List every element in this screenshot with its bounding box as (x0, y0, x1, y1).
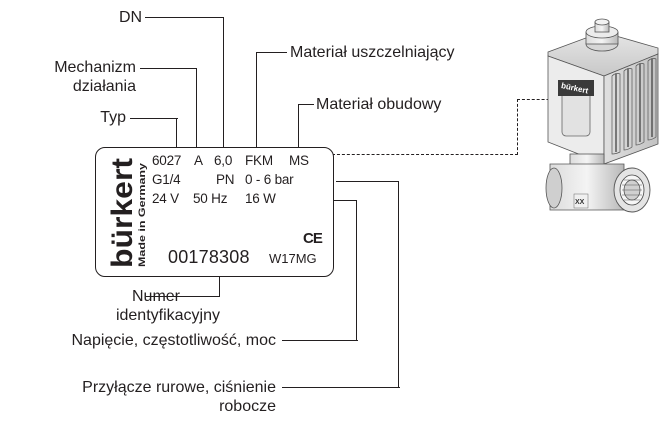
plate-mechanism: A (194, 153, 203, 168)
leader-mechanism-h (140, 68, 197, 70)
brand-logo-text: bürkert (106, 158, 139, 268)
label-id-number-line2: identyfikacyjny (115, 307, 220, 324)
leader-id-v (219, 276, 221, 297)
leader-mechanism-v (196, 68, 198, 147)
plate-power: 16 W (245, 191, 276, 206)
leader-body-v (298, 104, 300, 147)
label-pipe-connection: Przyłącze rurowe, ciśnienie robocze (10, 378, 276, 416)
plate-pn-label: PN (216, 172, 235, 187)
dashed-leader-v (517, 99, 518, 155)
dashed-leader-h1 (332, 154, 518, 155)
plate-id-number: 00178308 (168, 247, 250, 267)
label-body-material: Materiał obudowy (316, 96, 442, 113)
label-seal-material: Materiał uszczelniający (290, 44, 455, 61)
plate-voltage: 24 V (152, 191, 179, 206)
leader-pipe-h1 (336, 181, 399, 183)
made-in-text: Made in Germany (137, 162, 148, 267)
solenoid-valve-illustration: bürkert XX (540, 14, 660, 224)
nameplate (95, 147, 334, 277)
leader-dn-h (145, 17, 224, 19)
ce-mark: CE (303, 230, 323, 247)
nameplate-brand-block: bürkert Made in Germany (104, 154, 148, 270)
label-voltage-frequency-power: Napięcie, częstotliwość, moc (71, 332, 276, 349)
leader-voltage-v (356, 200, 358, 341)
plate-body: MS (289, 153, 309, 168)
leader-dn-v (223, 17, 225, 147)
label-pipe-connection-line1: Przyłącze rurowe, ciśnienie (82, 379, 276, 396)
label-pipe-connection-line2: robocze (219, 398, 276, 415)
leader-body-h (298, 104, 314, 106)
leader-voltage-h2 (282, 340, 358, 342)
plate-connection: G1/4 (152, 172, 181, 187)
leader-seal-v (256, 52, 258, 147)
label-type: Typ (100, 109, 126, 126)
leader-id-h (146, 296, 220, 298)
label-dn: DN (119, 9, 143, 26)
label-id-number: Numer identyfikacyjny (20, 287, 220, 325)
leader-pipe-h2 (282, 387, 400, 389)
valve-drawing: bürkert XX (545, 18, 659, 213)
label-mechanism-line2: działania (72, 78, 136, 95)
leader-seal-h (256, 52, 287, 54)
leader-voltage-h1 (330, 200, 357, 202)
plate-pressure: 0 - 6 bar (245, 172, 294, 187)
plate-frequency: 50 Hz (193, 191, 228, 206)
brand-logo: bürkert Made in Germany (106, 158, 148, 268)
label-mechanism: Mechanizm działania (20, 58, 136, 96)
plate-seal: FKM (245, 153, 273, 168)
label-mechanism-line1: Mechanizm (54, 59, 136, 76)
leader-type-h (130, 118, 178, 120)
plate-dn: 6,0 (214, 153, 233, 168)
leader-type-v (176, 118, 178, 147)
plate-type: 6027 (152, 153, 182, 168)
leader-pipe-v (398, 181, 400, 388)
plate-code: W17MG (269, 251, 317, 266)
valve-body-marking: XX (575, 199, 585, 206)
